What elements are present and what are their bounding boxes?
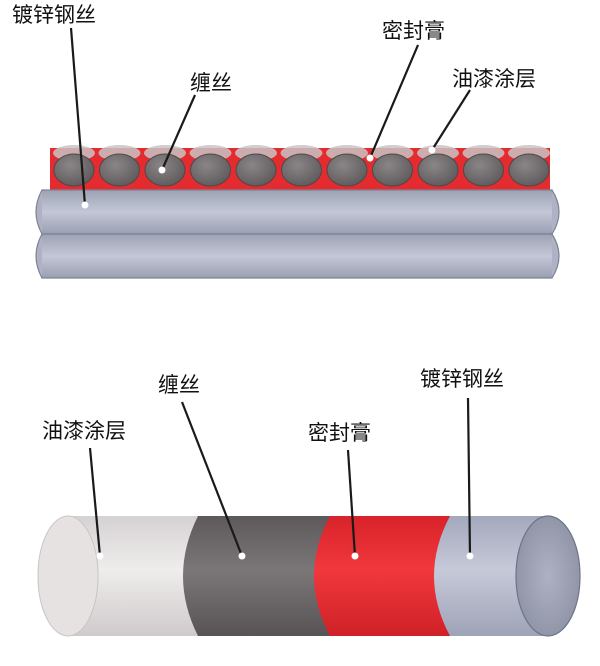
wrap-coil: [508, 153, 550, 187]
wrap-coil: [417, 153, 459, 187]
pointer-dot-bottom-wrapping: [238, 552, 246, 560]
label-top-galvanized-wire: 镀锌钢丝: [12, 3, 96, 27]
label-top-paint-coating: 油漆涂层: [452, 67, 536, 91]
segment-wrapping-wire: [183, 516, 330, 636]
wrap-coil: [372, 153, 413, 187]
bottom-section: 油漆涂层 缠丝 密封膏 镀锌钢丝: [37, 367, 581, 637]
leader-top-paint: [431, 89, 471, 151]
steel-rod-right-bulge: [551, 189, 560, 279]
label-bottom-sealant: 密封膏: [308, 421, 371, 445]
wrap-coil: [235, 153, 277, 187]
leader-top-wrapping: [160, 94, 197, 171]
segment-sealant: [314, 516, 450, 636]
wrapping-wire-coils: [53, 153, 550, 187]
segment-galvanized-wire: [434, 516, 548, 636]
wrap-coil: [281, 153, 322, 187]
leader-top-sealant: [368, 44, 420, 159]
top-section: 镀锌钢丝 缠丝 密封膏 油漆涂层: [12, 3, 560, 279]
wrap-coil: [190, 153, 231, 187]
label-top-wrapping-wire: 缠丝: [190, 71, 232, 95]
steel-rod-left-bulge: [35, 189, 43, 279]
pointer-dot-bottom-sealant: [351, 552, 359, 560]
wrap-coil: [53, 153, 95, 187]
wrap-coil: [463, 153, 504, 187]
pointer-dot-bottom-paint: [96, 552, 104, 560]
leader-bottom-wrapping: [180, 401, 244, 557]
pointer-dot-top-wrapping: [158, 166, 166, 174]
wrap-coil: [99, 153, 140, 187]
label-bottom-wrapping-wire: 缠丝: [158, 373, 200, 397]
steel-rod-upper: [37, 189, 557, 235]
leader-bottom-sealant: [346, 449, 357, 557]
pointer-dot-bottom-galvanized: [466, 552, 474, 560]
cylinder-right-end: [515, 515, 581, 637]
leader-top-galvanized: [69, 27, 87, 206]
cylinder-left-end: [37, 515, 99, 637]
label-bottom-paint-coating: 油漆涂层: [42, 419, 126, 443]
pointer-dot-top-paint: [428, 146, 436, 154]
pointer-dot-top-galvanized: [81, 201, 89, 209]
galvanized-steel-rods: [35, 189, 560, 279]
label-bottom-galvanized-wire: 镀锌钢丝: [420, 367, 504, 391]
leader-bottom-paint: [88, 447, 102, 557]
wrap-coil: [326, 153, 368, 187]
steel-rod-lower: [37, 233, 557, 279]
leader-bottom-galvanized: [466, 397, 472, 557]
pointer-dot-top-sealant: [366, 154, 374, 162]
label-top-sealant: 密封膏: [382, 19, 445, 43]
